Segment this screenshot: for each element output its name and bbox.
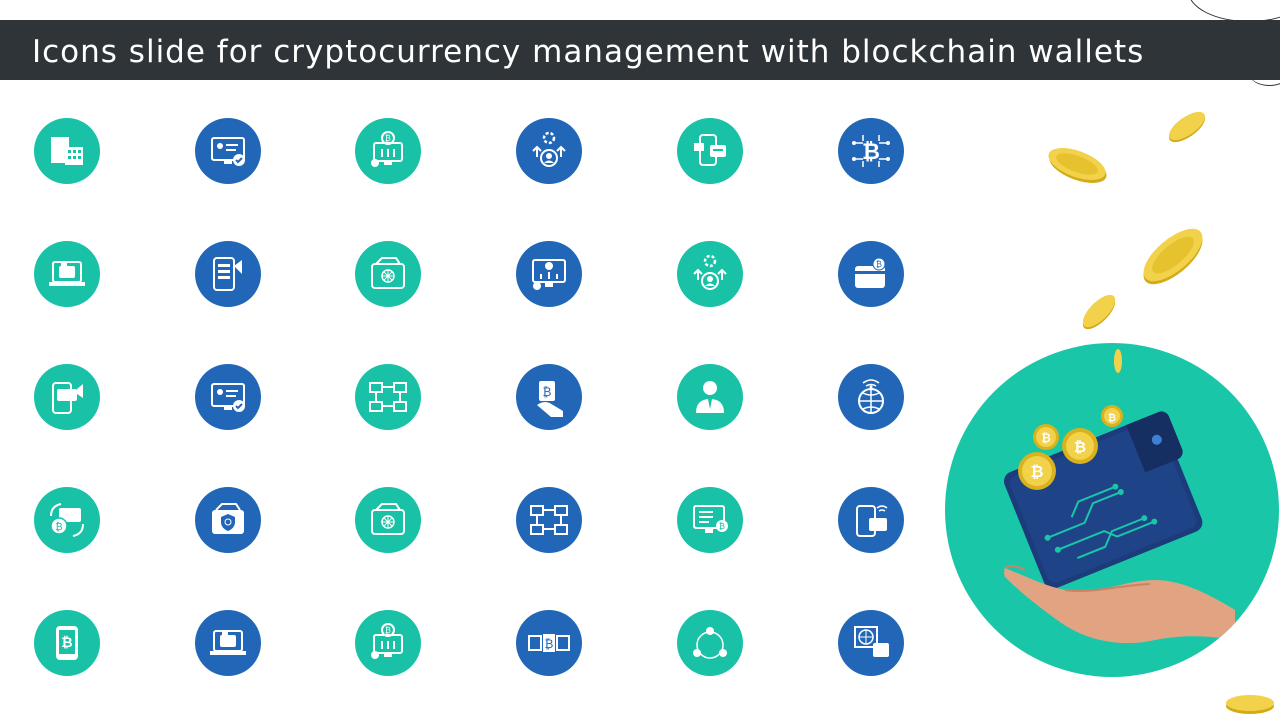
svg-text:₿: ₿ xyxy=(543,385,552,399)
laptop-wallet-icon xyxy=(34,241,100,307)
svg-text:₿: ₿ xyxy=(55,521,62,533)
wallet-crypto-icon xyxy=(355,241,421,307)
user-gear-arrows-icon xyxy=(677,241,743,307)
wallet-crypto-icon xyxy=(355,487,421,553)
monitor-bitcoin-gear-icon: ₿ xyxy=(355,118,421,184)
gold-coin xyxy=(1226,695,1274,714)
svg-text:₿: ₿ xyxy=(1030,462,1043,481)
corner-decoration xyxy=(1188,0,1280,22)
svg-text:₿: ₿ xyxy=(1041,431,1051,445)
svg-text:₿: ₿ xyxy=(1108,412,1116,424)
crypto-wallet-hand-illustration: ₿ ₿ ₿ ₿ xyxy=(1003,349,1235,644)
phone-notification-icon xyxy=(195,241,261,307)
blockchain-bitcoin-icon: ₿ xyxy=(516,610,582,676)
svg-text:₿: ₿ xyxy=(1074,438,1086,456)
globe-wallet-icon xyxy=(838,610,904,676)
svg-text:₿: ₿ xyxy=(876,260,882,269)
bitcoin-cash-exchange-icon: ₿ xyxy=(34,487,100,553)
gold-coin xyxy=(1082,294,1116,330)
wallet-bitcoin-icon: ₿ xyxy=(838,241,904,307)
office-calculator-icon xyxy=(34,118,100,184)
monitor-user-check-icon xyxy=(195,118,261,184)
monitor-list-bitcoin-icon: ₿ xyxy=(677,487,743,553)
svg-text:₿: ₿ xyxy=(385,626,391,635)
gold-coin xyxy=(1048,148,1107,183)
monitor-user-check-icon xyxy=(195,364,261,430)
corner-decoration xyxy=(1249,60,1280,86)
svg-text:₿: ₿ xyxy=(385,134,391,143)
team-cycle-icon xyxy=(677,610,743,676)
gold-coin xyxy=(1169,111,1205,143)
laptop-wallet-icon xyxy=(195,610,261,676)
slide-title: Icons slide for cryptocurrency managemen… xyxy=(32,34,1145,70)
businessman-icon xyxy=(677,364,743,430)
phone-wifi-wallet-icon xyxy=(838,487,904,553)
svg-text:₿: ₿ xyxy=(545,637,554,651)
phone-card-exchange-icon xyxy=(677,118,743,184)
hand-bitcoin-card-icon: ₿ xyxy=(516,364,582,430)
svg-text:₿: ₿ xyxy=(862,140,880,165)
user-gear-arrows-icon xyxy=(516,118,582,184)
wallet-illustration-circle: ₿ ₿ ₿ ₿ xyxy=(945,343,1279,677)
gold-coin xyxy=(1143,228,1203,285)
globe-signal-icon xyxy=(838,364,904,430)
bitcoin-coin: ₿ xyxy=(1018,452,1056,490)
svg-text:₿: ₿ xyxy=(719,522,725,531)
network-nodes-icon xyxy=(355,364,421,430)
svg-text:₿: ₿ xyxy=(61,635,72,651)
monitor-bitcoin-gear-icon: ₿ xyxy=(355,610,421,676)
monitor-bitcoin-network-icon xyxy=(516,241,582,307)
phone-message-icon xyxy=(34,364,100,430)
network-nodes-icon xyxy=(516,487,582,553)
shield-wallet-icon xyxy=(195,487,261,553)
phone-bitcoin-icon: ₿ xyxy=(34,610,100,676)
title-bar xyxy=(0,20,1280,80)
bitcoin-circuit-icon: ₿ xyxy=(838,118,904,184)
